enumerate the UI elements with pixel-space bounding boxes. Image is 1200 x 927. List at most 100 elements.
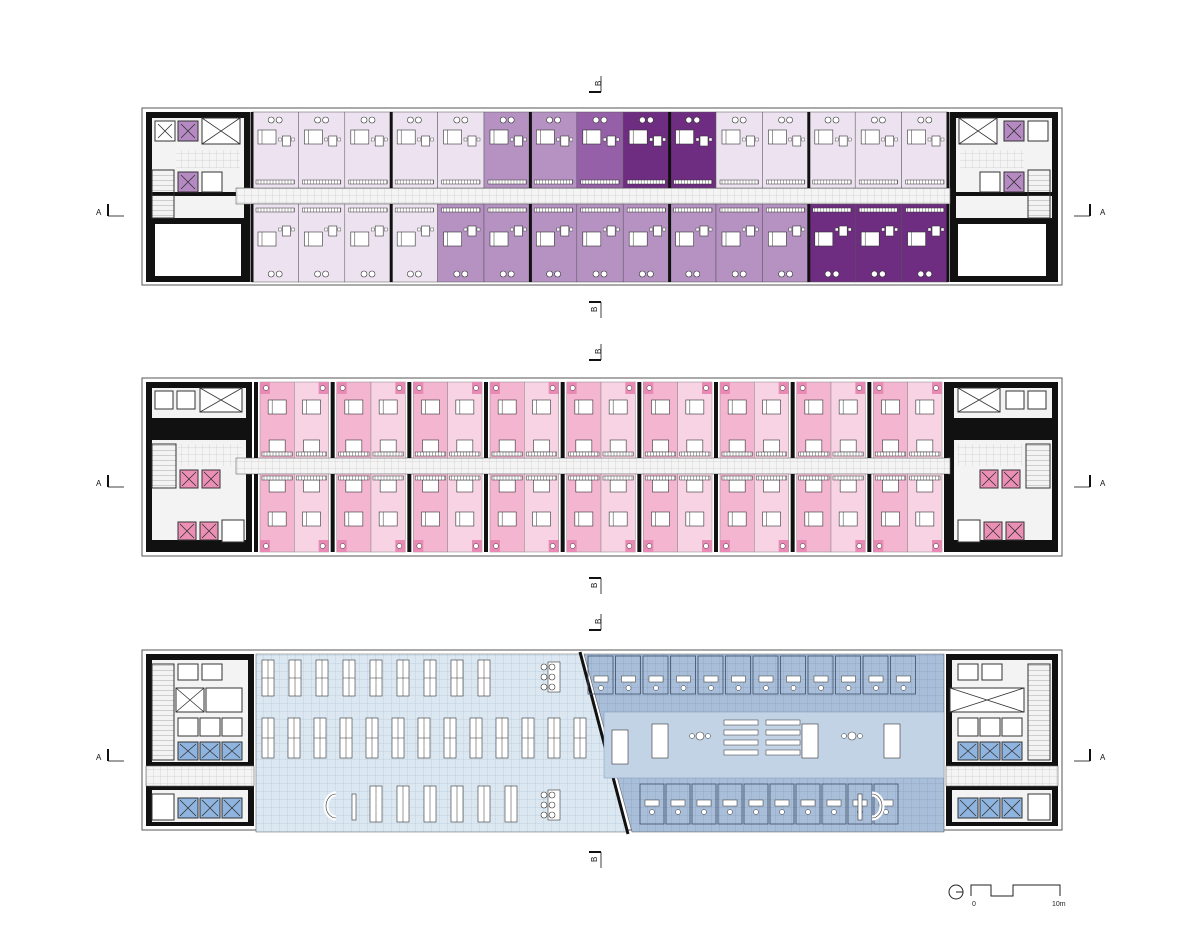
round-table xyxy=(847,731,857,741)
chair-icon xyxy=(871,116,878,124)
desk-icon xyxy=(774,799,790,807)
chair-icon xyxy=(778,270,785,278)
apartment-unit xyxy=(251,111,299,189)
core-right xyxy=(948,382,1058,552)
office-cubicle xyxy=(862,655,889,695)
bathroom xyxy=(379,439,397,453)
bed-icon xyxy=(685,511,705,527)
bed-icon xyxy=(608,511,628,527)
structural-wall xyxy=(250,204,254,282)
bed-icon xyxy=(907,231,926,247)
office-cubicle xyxy=(743,783,769,825)
wardrobe-icon xyxy=(798,475,830,481)
apartment-unit xyxy=(762,111,810,189)
chair-icon xyxy=(739,270,747,278)
bed-icon xyxy=(804,511,824,527)
chair-icon xyxy=(396,543,403,549)
desk-icon xyxy=(703,675,719,683)
bed-icon xyxy=(651,399,670,415)
chair-icon xyxy=(267,116,275,124)
scale-bar: 0 10m xyxy=(948,884,1066,908)
table-icon xyxy=(792,135,802,147)
wardrobe-icon xyxy=(832,451,864,457)
meeting-table xyxy=(611,729,629,765)
chair-icon xyxy=(824,270,832,278)
chair-icon xyxy=(778,116,785,124)
chair-icon xyxy=(873,685,879,691)
bathroom xyxy=(728,439,746,453)
bed-icon xyxy=(762,399,781,415)
wardrobe-icon xyxy=(832,475,864,481)
chair-icon xyxy=(499,270,507,278)
corridor xyxy=(235,187,951,205)
desk-icon xyxy=(722,799,738,807)
chair-icon xyxy=(786,270,793,278)
bed-icon xyxy=(497,511,517,527)
wardrobe-icon xyxy=(526,475,557,481)
structural-wall xyxy=(790,382,795,458)
wardrobe-icon xyxy=(673,207,713,213)
apartment-unit xyxy=(669,111,717,189)
table-icon xyxy=(746,225,755,237)
desk-icon xyxy=(826,799,842,807)
bed-icon xyxy=(814,129,834,145)
bed-icon xyxy=(443,231,462,247)
structural-wall xyxy=(944,382,948,458)
office-cubicle xyxy=(821,783,847,825)
chair-icon xyxy=(322,270,329,278)
wardrobe-icon xyxy=(905,207,945,213)
table-icon xyxy=(421,225,430,237)
bed-icon xyxy=(396,231,416,247)
wardrobe-icon xyxy=(255,179,295,185)
chair-icon xyxy=(647,270,654,278)
bed-icon xyxy=(489,231,509,247)
wardrobe-icon xyxy=(580,179,620,185)
chair-icon xyxy=(600,116,608,124)
chair-icon xyxy=(917,116,925,124)
bed-icon xyxy=(302,399,321,415)
table-icon xyxy=(514,135,523,147)
section-marker-b-label: B xyxy=(590,857,599,862)
chair-icon xyxy=(540,791,548,799)
bed-icon xyxy=(532,399,551,415)
chair-icon xyxy=(857,733,863,739)
bed-icon xyxy=(675,129,694,145)
chair-icon xyxy=(680,685,687,691)
bed-icon xyxy=(378,511,398,527)
section-marker-b-label: B xyxy=(590,583,599,588)
bathroom xyxy=(498,439,516,453)
chair-icon xyxy=(548,791,556,799)
chair-icon xyxy=(263,385,269,391)
bathroom xyxy=(839,439,857,453)
bench xyxy=(765,739,801,746)
table-icon xyxy=(699,225,709,237)
bench xyxy=(723,749,759,756)
chair-icon xyxy=(546,116,553,124)
bed-icon xyxy=(762,511,781,527)
wardrobe-icon xyxy=(626,207,666,213)
apartment-unit xyxy=(530,111,578,189)
chair-icon xyxy=(549,385,556,391)
bed-icon xyxy=(378,399,398,415)
table-icon xyxy=(931,135,941,147)
bed-icon xyxy=(628,231,648,247)
open-office-west xyxy=(255,653,629,833)
bed-icon xyxy=(768,129,787,145)
apartment-unit xyxy=(344,111,392,189)
chair-icon xyxy=(708,685,714,691)
desk-icon xyxy=(748,799,764,807)
section-marker-a-label: A xyxy=(1100,208,1106,217)
meeting-table xyxy=(801,723,819,759)
chair-icon xyxy=(799,543,806,549)
chair-icon xyxy=(786,116,793,124)
chair-icon xyxy=(540,663,548,671)
bathroom xyxy=(379,479,397,493)
structural-wall xyxy=(560,382,565,458)
chair-icon xyxy=(818,685,824,691)
bathroom xyxy=(345,479,363,493)
bed-icon xyxy=(838,399,858,415)
bed-icon xyxy=(396,129,416,145)
chair-icon xyxy=(416,385,423,391)
corridor xyxy=(145,765,255,787)
